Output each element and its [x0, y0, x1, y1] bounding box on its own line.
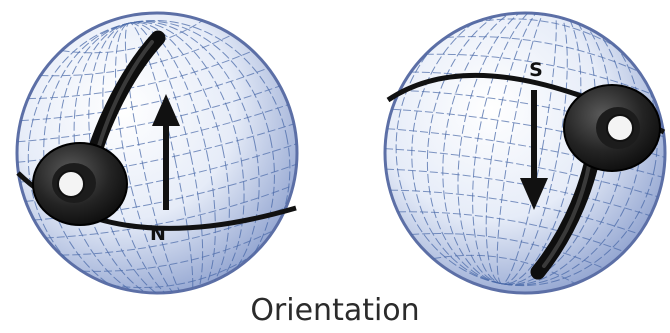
south-label: S	[529, 59, 543, 81]
caption: Orientation	[0, 293, 670, 329]
globe-north: N	[2, 0, 316, 330]
north-label: N	[150, 223, 166, 245]
globe-south: S	[374, 0, 670, 306]
